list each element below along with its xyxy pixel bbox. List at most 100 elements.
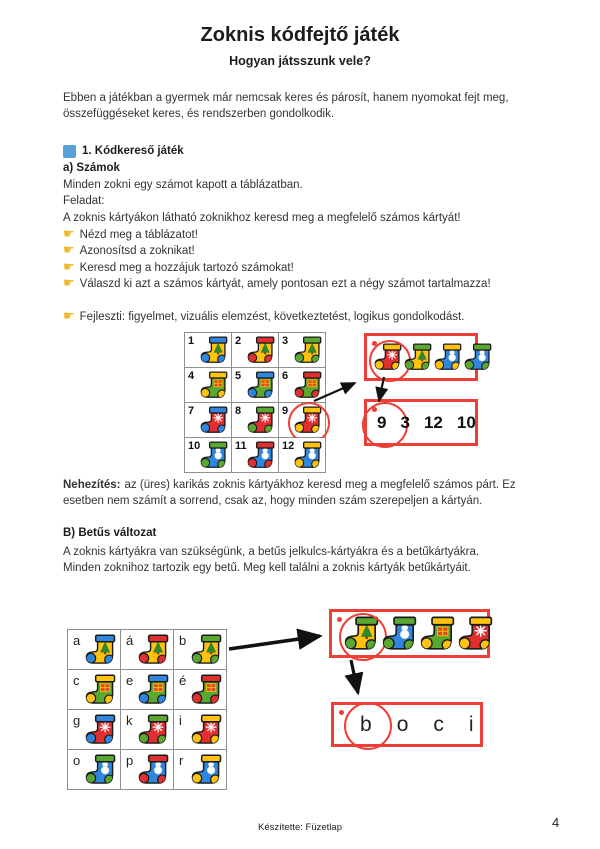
instruction-text: Válaszd ki azt a számos kártyát, amely p…	[79, 278, 491, 291]
cell-number: 2	[235, 335, 242, 347]
sock-table-cell: e	[121, 670, 173, 709]
cell-letter: á	[126, 633, 134, 648]
sock-blue-snowman-icon	[200, 441, 228, 468]
sock-green-gift-icon	[191, 674, 222, 704]
cell-letter: g	[73, 713, 81, 728]
sock-red-snowflake-icon	[85, 714, 116, 744]
number-card-socks	[367, 336, 492, 382]
answer-number: 12	[423, 412, 443, 432]
sock-blue-snowman-icon	[382, 616, 417, 650]
cell-letter: o	[73, 753, 81, 768]
develops-text: Fejleszti: figyelmet, vizuális elemzést,…	[79, 311, 465, 323]
sock-wrap	[247, 336, 275, 364]
sock-wrap	[369, 340, 411, 382]
answer-number: 3	[400, 412, 410, 432]
word-letter: c	[433, 712, 444, 736]
sock-wrap	[288, 402, 330, 444]
number-card	[364, 333, 492, 382]
section-a-heading: 1. Kódkereső játék	[82, 145, 184, 157]
card-corner-dot	[372, 407, 377, 412]
footer-credit: Készítette: Füzetlap	[258, 822, 342, 833]
sock-blue-snowman-icon	[464, 343, 492, 370]
section-a-header: 1. Kódkereső játék	[63, 143, 184, 159]
cell-number: 10	[188, 440, 201, 452]
cell-letter: a	[73, 633, 81, 648]
sock-wrap	[85, 634, 116, 665]
sock-wrap	[138, 754, 169, 785]
sock-blue-snowman-icon	[294, 441, 322, 468]
sock-green-gift-icon	[85, 674, 116, 704]
sock-table-cell: é	[174, 670, 226, 709]
sock-wrap	[294, 371, 322, 399]
task-label: Feladat:	[63, 195, 105, 207]
sock-wrap	[294, 441, 322, 469]
sock-wrap	[458, 616, 493, 651]
sock-yellow-tree-icon	[85, 634, 116, 664]
sock-wrap	[191, 674, 222, 705]
section-b-line1: A zoknis kártyákra van szükségünk, a bet…	[63, 546, 480, 558]
sock-yellow-tree-icon	[247, 336, 275, 363]
footer-page-number: 4	[552, 815, 560, 830]
difficulty-text: az (üres) karikás zoknis kártyákhoz kere…	[63, 479, 516, 508]
sock-green-gift-icon	[247, 371, 275, 398]
sock-wrap	[85, 754, 116, 785]
cell-number: 6	[282, 370, 289, 382]
sock-table-cell: 12	[279, 438, 325, 472]
pointer-icon: ☛	[63, 308, 75, 323]
sock-table-cell: á	[121, 630, 173, 669]
sock-blue-snowman-icon	[85, 754, 116, 784]
develops-line: ☛ Fejleszti: figyelmet, vizuális elemzés…	[63, 308, 464, 325]
sock-wrap	[434, 343, 462, 371]
sock-red-snowflake-icon	[374, 343, 402, 370]
sock-wrap	[382, 616, 417, 651]
pointer-icon: ☛	[63, 258, 75, 274]
cell-number: 1	[188, 335, 195, 347]
sock-wrap	[247, 406, 275, 434]
cell-letter: k	[126, 713, 133, 728]
sock-wrap	[200, 406, 228, 434]
cell-number: 3	[282, 335, 289, 347]
arrow-sock-to-letter	[344, 659, 364, 696]
task-description: A zoknis kártyákon látható zoknikhoz ker…	[63, 212, 461, 224]
sock-table-cell: k	[121, 710, 173, 749]
sock-blue-snowman-icon	[434, 343, 462, 370]
sock-wrap	[200, 336, 228, 364]
section-a-subheading: a) Számok	[63, 162, 120, 174]
sock-wrap	[200, 441, 228, 469]
sock-yellow-tree-icon	[294, 336, 322, 363]
sock-wrap	[247, 371, 275, 399]
cell-number: 5	[235, 370, 242, 382]
sock-red-snowflake-icon	[458, 616, 493, 650]
sock-table-cell: 1	[185, 333, 231, 367]
sock-table-cell: b	[174, 630, 226, 669]
sock-wrap	[247, 441, 275, 469]
cell-letter: e	[126, 673, 134, 688]
sock-red-snowflake-icon	[294, 406, 322, 433]
sock-wrap	[191, 634, 222, 665]
sock-green-gift-icon	[294, 371, 322, 398]
instruction-text: Nézd meg a táblázatot!	[79, 229, 198, 241]
cell-number: 7	[188, 405, 195, 417]
instruction-list: ☛ Nézd meg a táblázatot! ☛ Azonosítsd a …	[63, 226, 491, 292]
sock-table-cell: 8	[232, 403, 278, 437]
word-letter: o	[396, 712, 409, 736]
sock-wrap	[464, 343, 492, 371]
sock-yellow-tree-icon	[138, 634, 169, 664]
sock-wrap	[191, 754, 222, 785]
sock-wrap	[191, 714, 222, 745]
sock-blue-snowman-icon	[138, 754, 169, 784]
instruction-item: ☛ Keresd meg a hozzájuk tartozó számokat…	[63, 259, 491, 275]
answer-number: 10	[456, 412, 476, 432]
section-b-heading: B) Betűs változat	[63, 527, 157, 539]
sock-green-gift-icon	[200, 371, 228, 398]
page-title: Zoknis kódfejtő játék	[200, 24, 400, 46]
difficulty-label: Nehezítés:	[63, 479, 121, 491]
sock-blue-snowman-icon	[247, 441, 275, 468]
cell-letter: é	[179, 673, 187, 688]
